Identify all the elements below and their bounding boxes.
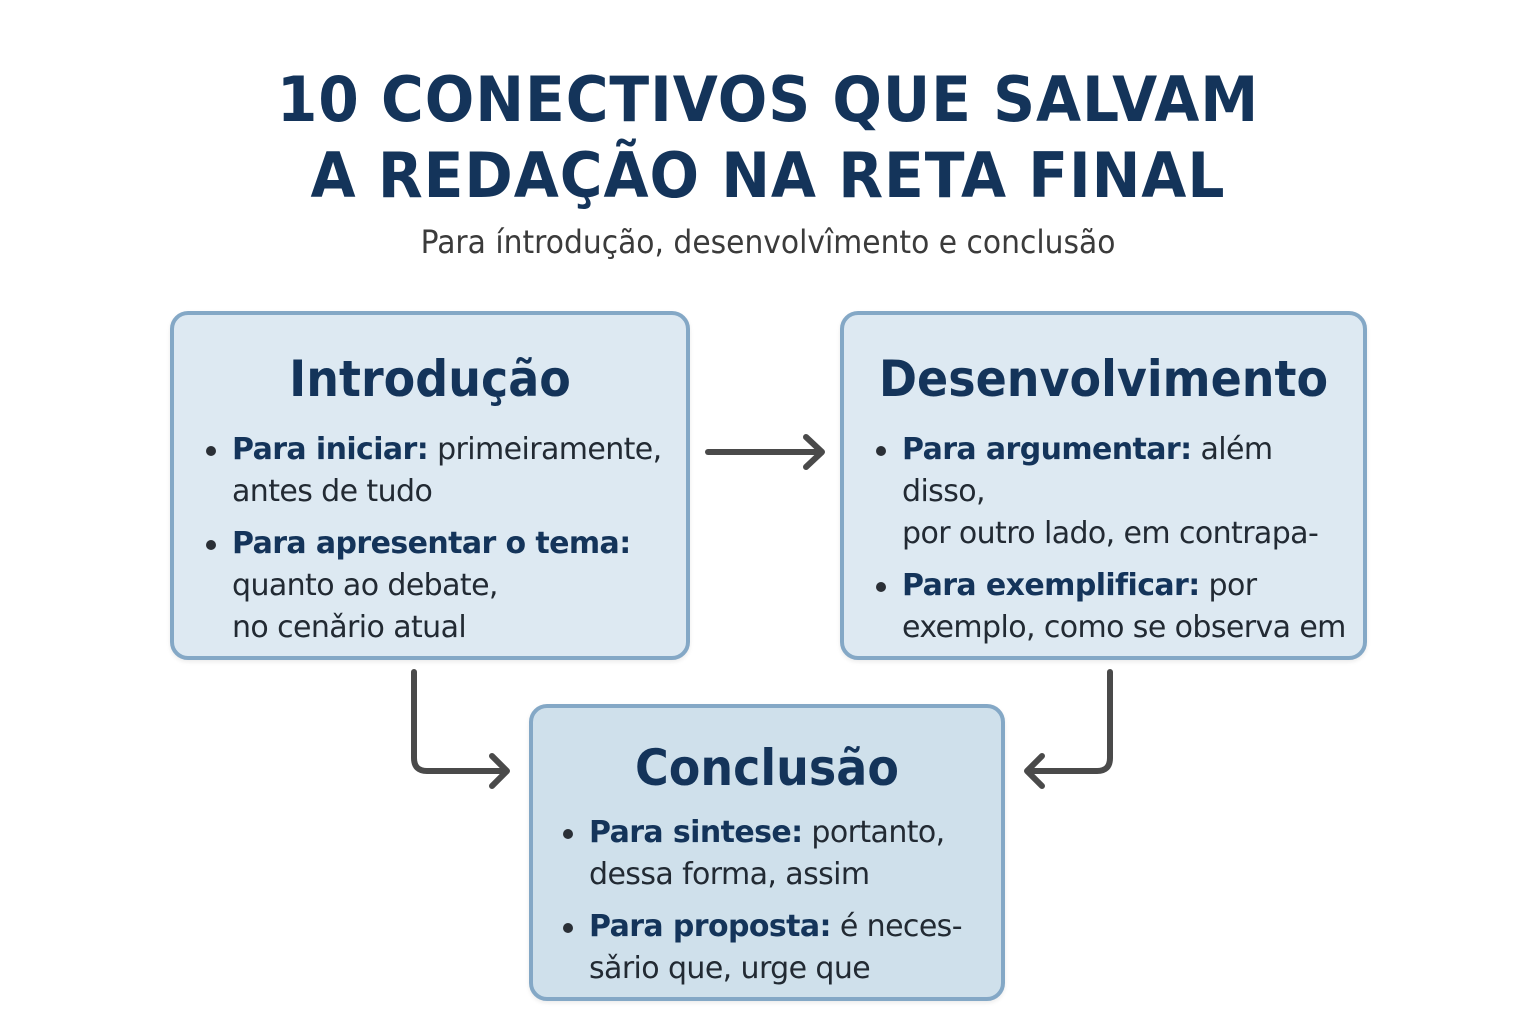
list-item: Para sintese: portanto, dessa forma, ass…	[563, 812, 1001, 896]
bullet-icon	[206, 446, 216, 456]
item-label: Para iniciar:	[232, 432, 429, 467]
item-text: por	[1199, 568, 1258, 603]
list-item: Para proposta: é neces- sǎrio que, urge …	[563, 906, 1001, 990]
bullet-icon	[563, 829, 573, 839]
item-label: Para sintese:	[589, 815, 803, 850]
introducao-box: Introdução Para iniciar: primeiramente, …	[170, 311, 690, 660]
item-text: portanto,	[802, 815, 945, 850]
page-subtitle: Para íntrodução, desenvolvîmento e concl…	[420, 223, 1116, 261]
item-label: Para proposta:	[589, 909, 832, 944]
item-text: sǎrio que, urge que	[589, 951, 871, 986]
item-text: é neces-	[830, 909, 963, 944]
bullet-icon	[206, 540, 216, 550]
desenvolvimento-title: Desenvolvimento	[878, 350, 1329, 408]
introducao-list: Para iniciar: primeiramente, antes de tu…	[174, 429, 686, 649]
item-text: quanto ao debate,	[232, 568, 498, 603]
item-text: dessa forma, assim	[589, 857, 870, 892]
item-text: no cenǎrio atual	[232, 610, 467, 645]
list-item: Para exemplificar: por exemplo, como se …	[876, 565, 1363, 649]
title-line-2: A REDAÇÃO NA RETA FINAL	[310, 139, 1226, 212]
item-text: exemplo, como se observa em	[902, 610, 1346, 645]
introducao-title: Introdução	[289, 350, 571, 408]
arrow-intro-to-conclusion-icon	[411, 669, 510, 789]
list-item: Para argumentar: além disso, por outro l…	[876, 429, 1363, 555]
item-text: antes de tudo	[232, 474, 433, 509]
conclusao-title: Conclusão	[635, 739, 899, 797]
page-title: 10 CONECTIVOS QUE SALVAM A REDAÇÃO NA RE…	[46, 62, 1490, 214]
item-label: Para argumentar:	[902, 432, 1192, 467]
desenvolvimento-box: Desenvolvimento Para argumentar: além di…	[840, 311, 1367, 660]
desenvolvimento-list: Para argumentar: além disso, por outro l…	[844, 429, 1363, 649]
bullet-icon	[563, 923, 573, 933]
arrow-intro-to-dev-icon	[705, 434, 825, 470]
item-text: primeiramente,	[428, 432, 662, 467]
list-item: Para apresentar o tema: quanto ao debate…	[206, 523, 686, 649]
arrow-dev-to-conclusion-icon	[1024, 669, 1113, 789]
conclusao-list: Para sintese: portanto, dessa forma, ass…	[533, 812, 1001, 990]
conclusao-box: Conclusão Para sintese: portanto, dessa …	[529, 704, 1005, 1001]
item-label: Para apresentar o tema:	[232, 526, 631, 561]
item-text: por outro lado, em contrapa-	[902, 516, 1319, 551]
item-label: Para exemplificar:	[902, 568, 1200, 603]
bullet-icon	[876, 582, 886, 592]
title-line-1: 10 CONECTIVOS QUE SALVAM	[276, 63, 1260, 136]
bullet-icon	[876, 446, 886, 456]
item-text: além disso,	[902, 432, 1273, 509]
list-item: Para iniciar: primeiramente, antes de tu…	[206, 429, 686, 513]
